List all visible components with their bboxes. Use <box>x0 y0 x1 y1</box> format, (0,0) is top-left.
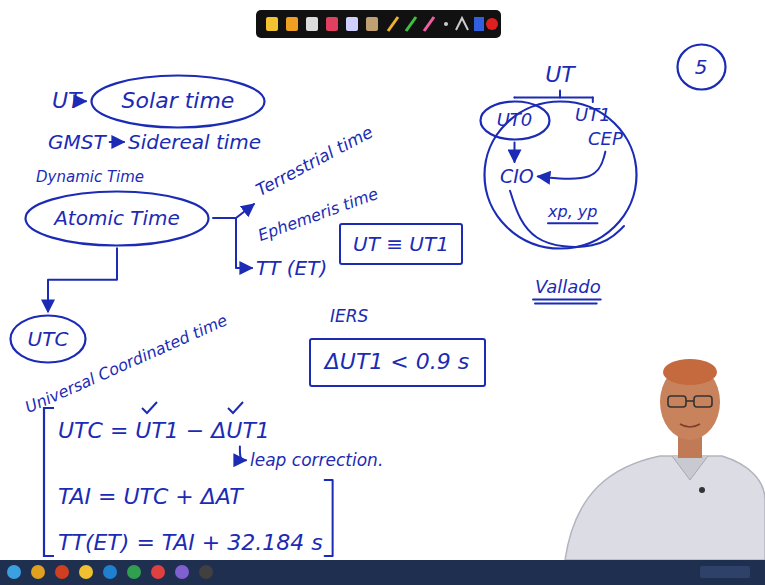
toolbar-icon <box>406 17 416 31</box>
curved-arrow <box>538 152 606 179</box>
pen-toolbar <box>256 10 501 38</box>
presenter-hair <box>663 359 717 385</box>
underline <box>533 299 601 301</box>
atomic-time-ellipse: Atomic Time <box>24 190 210 247</box>
presenter-mouth <box>680 424 700 427</box>
presenter-glasses <box>686 400 694 402</box>
tree-line <box>514 96 516 98</box>
time-name: UT1 <box>575 104 611 126</box>
underline <box>548 222 597 224</box>
node-text: Solar time <box>122 88 235 114</box>
presenter-collar <box>672 456 708 480</box>
time-category: Dynamic Time <box>36 168 144 186</box>
toolbar-bar <box>256 10 501 38</box>
branch-arrow <box>236 218 252 268</box>
tree-line <box>515 96 593 98</box>
taskbar <box>0 560 765 585</box>
page-number-circle: 5 <box>676 43 727 91</box>
organisation-name: IERS <box>330 306 368 326</box>
taskbar-icon <box>103 565 117 579</box>
utc-circle: UTC <box>9 314 87 364</box>
origin-name: CIO <box>500 165 534 188</box>
taskbar-icon <box>31 565 45 579</box>
connector-arrow <box>48 248 117 313</box>
node-text: UT <box>545 62 575 88</box>
pointer-arrow <box>110 141 124 143</box>
node-outline-ellipse <box>677 45 725 90</box>
toolbar-icon <box>424 17 434 31</box>
node-outline-ellipse <box>26 191 209 245</box>
toolbar-icon <box>266 17 278 31</box>
reference-author: Vallado <box>535 276 601 298</box>
equation-bracket <box>325 480 333 556</box>
toolbar-icon <box>388 17 398 31</box>
node-outline-ellipse <box>480 101 549 139</box>
toolbar-icon <box>444 22 448 26</box>
presenter <box>565 359 765 560</box>
toolbar-icon <box>346 17 358 31</box>
time-name: Sidereal time <box>128 130 261 154</box>
delta-ut1-box: ΔUT1 < 0.9 s <box>309 338 486 387</box>
taskbar-tray <box>700 566 750 578</box>
node-text: ΔUT1 < 0.9 s <box>325 349 469 375</box>
note: leap correction. <box>250 450 383 470</box>
tree-line <box>559 90 561 97</box>
ut0-ellipse: UT0 <box>479 100 551 141</box>
taskbar-bar <box>0 560 765 585</box>
underline <box>535 303 597 305</box>
node-text: Atomic Time <box>54 206 180 230</box>
tick-mark <box>142 402 157 413</box>
equation: UTC = UT1 − ΔUT1 <box>58 418 270 444</box>
toolbar-icon <box>486 18 498 30</box>
node-outline-ellipse <box>484 102 636 249</box>
node-outline-ellipse <box>11 316 86 363</box>
node-outline-ellipse <box>92 75 265 127</box>
node-text: 5 <box>695 55 708 79</box>
taskbar-icon <box>151 565 165 579</box>
taskbar-icon <box>175 565 189 579</box>
time-name: UT <box>52 88 82 114</box>
time-name: GMST <box>48 130 106 154</box>
node-text: UT0 <box>497 109 533 131</box>
toolbar-icon <box>326 17 338 31</box>
taskbar-icon <box>127 565 141 579</box>
taskbar-icon <box>79 565 93 579</box>
pointer-arrow <box>85 100 87 102</box>
equation: TT(ET) = TAI + 32.184 s <box>58 530 323 556</box>
tree-arrow <box>514 143 516 163</box>
time-name: TT (ET) <box>256 256 327 280</box>
taskbar-icon <box>7 565 21 579</box>
presenter-mic <box>699 487 705 493</box>
presenter-glasses <box>668 396 686 407</box>
equation: TAI = UTC + ΔAT <box>58 484 243 510</box>
curved-line <box>510 191 624 247</box>
tick-mark <box>228 402 243 413</box>
taskbar-icon <box>55 565 69 579</box>
node-text: UTC <box>28 327 69 351</box>
branch-arrow <box>236 204 254 218</box>
presenter-shirt <box>565 456 765 560</box>
tick-marks <box>142 402 243 413</box>
equation-bracket <box>44 408 54 556</box>
ut-ut1-box: UT ≡ UT1 <box>339 223 463 265</box>
toolbar-icon <box>474 17 484 31</box>
tree-line <box>592 97 594 102</box>
branch-line <box>213 217 236 219</box>
toolbar-icon <box>456 18 468 30</box>
time-name: Terrestrial time <box>252 122 376 201</box>
time-name: Universal Coordinated time <box>22 310 230 417</box>
presenter-glasses <box>694 396 712 407</box>
curved-arrow <box>240 446 246 460</box>
toolbar-icon <box>366 17 378 31</box>
pole-name: CEP <box>588 128 623 150</box>
toolbar-icon <box>286 17 298 31</box>
solar-time-ellipse: Solar time <box>90 74 266 129</box>
polar-motion: xp, yp <box>548 202 597 221</box>
node-text: UT ≡ UT1 <box>353 232 449 256</box>
taskbar-icon <box>199 565 213 579</box>
toolbar-icon <box>306 17 318 31</box>
